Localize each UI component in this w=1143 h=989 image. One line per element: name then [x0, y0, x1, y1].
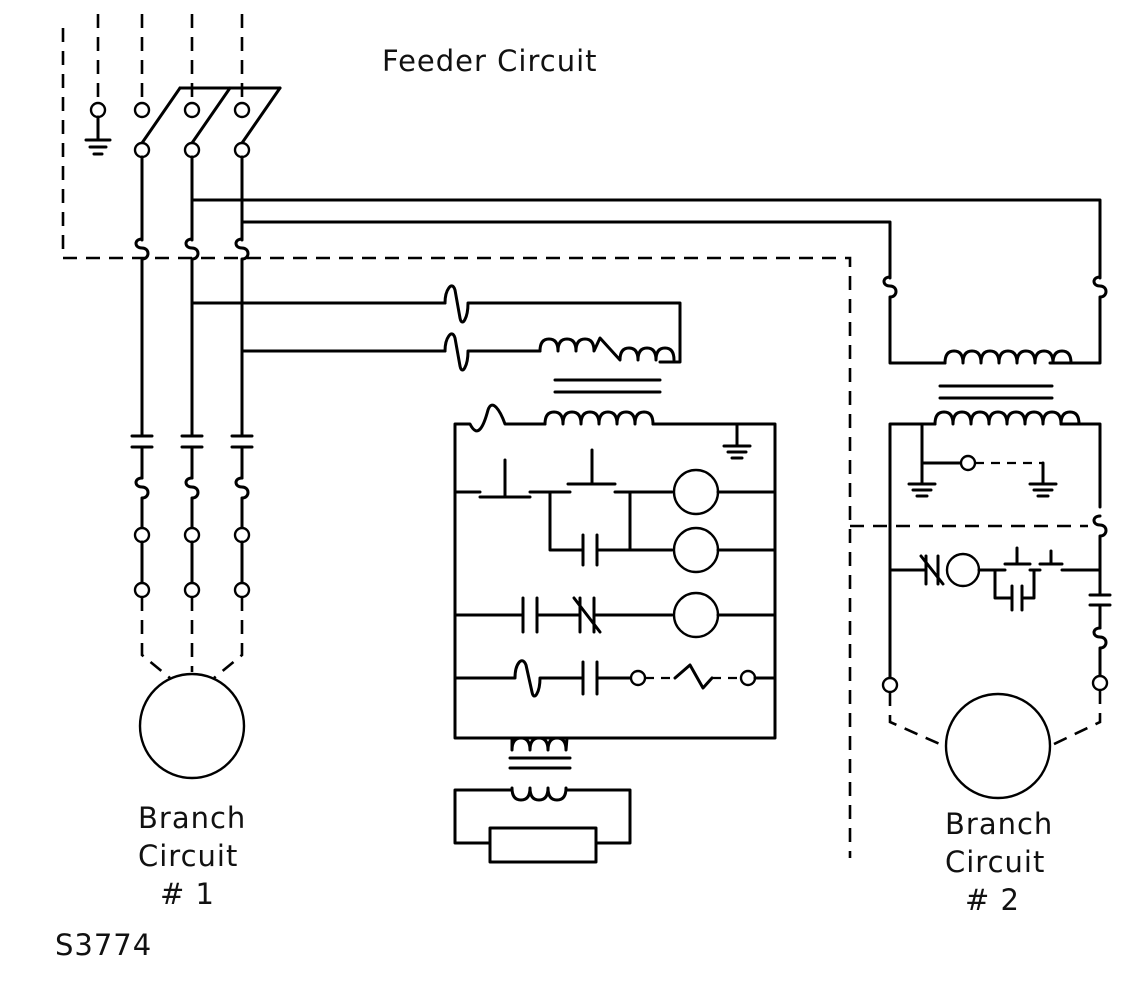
branch2-feed: [190, 198, 1108, 365]
feeder-boundary-dashed: [63, 256, 852, 858]
branch-circuit-1: [130, 434, 254, 780]
load-resistor: [488, 826, 598, 864]
branch1-label-line3: # 1: [160, 877, 215, 911]
branch-circuit-2: [850, 349, 1112, 800]
feeder-disconnect: [61, 14, 282, 258]
control-transformer-feed: [190, 284, 682, 394]
control-circuit: [453, 403, 777, 864]
branch2-label-line2: Circuit: [945, 845, 1045, 879]
drawing-id: S3774: [55, 928, 152, 962]
branch1-label-line2: Circuit: [138, 839, 238, 873]
feeder-circuit-title: Feeder Circuit: [382, 44, 598, 78]
branch2-label-line1: Branch: [945, 807, 1053, 841]
motor-1: [138, 672, 246, 780]
branch1-label-line1: Branch: [138, 801, 246, 835]
motor-2: [944, 692, 1052, 800]
branch2-label-line3: # 2: [965, 883, 1020, 917]
